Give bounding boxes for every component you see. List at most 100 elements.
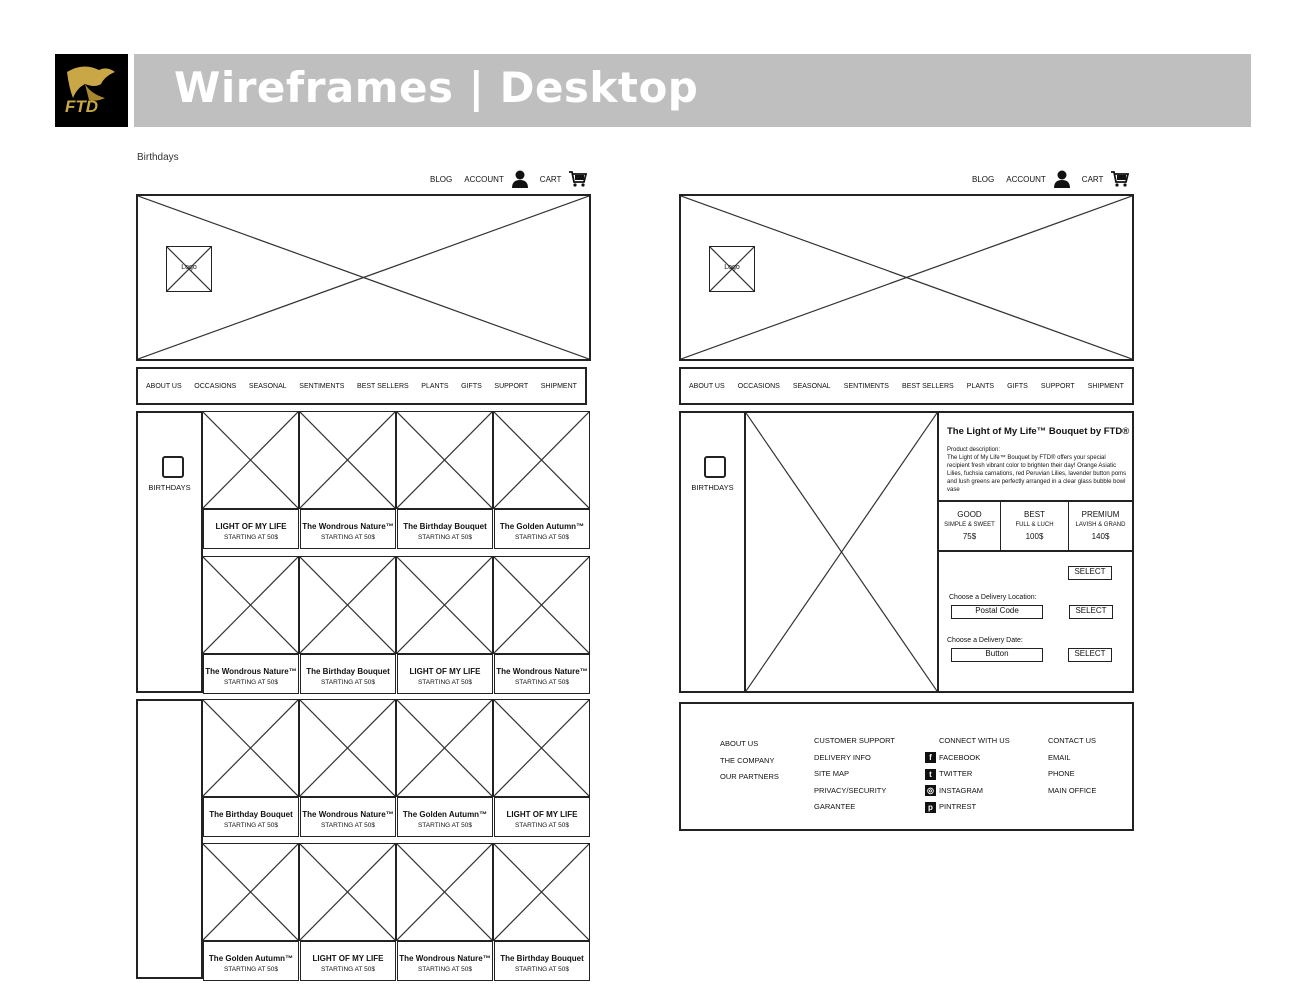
social-label: PINTREST: [939, 802, 977, 811]
select-button[interactable]: SELECT: [1069, 605, 1113, 619]
menu-item-gifts[interactable]: GIFTS: [1007, 382, 1028, 390]
footer-link[interactable]: DELIVERY INFO: [814, 752, 871, 762]
placeholder-x: [494, 700, 589, 796]
menu-item-best-sellers[interactable]: BEST SELLERS: [902, 382, 954, 390]
menu-item-support[interactable]: SUPPORT: [1040, 382, 1075, 390]
product-name: LIGHT OF MY LIFE: [312, 954, 384, 963]
cart-link[interactable]: CART: [540, 171, 588, 187]
product-image-placeholder: [493, 411, 590, 509]
tier-premium[interactable]: PREMIUM LAVISH & GRAND 140$: [1069, 502, 1132, 550]
menu-item-sentiments[interactable]: SENTIMENTS: [843, 382, 889, 390]
menu-item-gifts[interactable]: GIFTS: [461, 382, 482, 390]
mercury-logo-icon: FTD: [65, 66, 115, 116]
footer-link[interactable]: PRIVACY/SECURITY: [814, 785, 887, 795]
menu-item-occasions[interactable]: OCCASIONS: [194, 382, 237, 390]
product-price: STARTING AT 50$: [223, 822, 279, 829]
date-button[interactable]: Button: [951, 648, 1043, 662]
cart-icon: [1111, 171, 1130, 187]
product-image-placeholder: [493, 843, 590, 941]
footer-link[interactable]: MAIN OFFICE: [1048, 785, 1097, 795]
tier-good[interactable]: GOOD SIMPLE & SWEET 75$: [939, 502, 1001, 550]
cart-link[interactable]: CART: [1082, 171, 1130, 187]
footer-link[interactable]: THE COMPANY: [720, 755, 775, 765]
product-image-placeholder: [744, 411, 939, 693]
main-menu: ABOUT US OCCASIONS SEASONAL SENTIMENTS B…: [679, 367, 1134, 405]
placeholder-x: [397, 557, 492, 653]
product-image-placeholder: [493, 556, 590, 654]
blog-link[interactable]: BLOG: [430, 174, 453, 184]
menu-item-seasonal[interactable]: SEASONAL: [792, 382, 831, 390]
menu-item-sentiments[interactable]: SENTIMENTS: [299, 382, 345, 390]
footer-link[interactable]: CONTACT US: [1048, 736, 1097, 745]
product-name: The Wondrous Nature™: [496, 667, 588, 676]
menu-item-best-sellers[interactable]: BEST SELLERS: [357, 382, 409, 390]
menu-item-shipment[interactable]: SHIPMENT: [540, 382, 577, 390]
product-title: The Light of My Life™ Bouquet by FTD®: [947, 426, 1130, 437]
footer-link[interactable]: GARANTEE: [814, 802, 856, 811]
footer-link[interactable]: PHONE: [1048, 769, 1075, 778]
select-button[interactable]: SELECT: [1068, 648, 1112, 662]
blog-link[interactable]: BLOG: [972, 174, 995, 184]
product-image-placeholder: [299, 411, 396, 509]
tier-subtitle: SIMPLE & SWEET: [944, 522, 995, 528]
category-label[interactable]: BIRTHDAYS: [691, 483, 734, 492]
postal-code-input[interactable]: Postal Code: [951, 605, 1043, 619]
account-link[interactable]: ACCOUNT: [464, 170, 528, 188]
category-label[interactable]: BIRTHDAYS: [148, 483, 191, 492]
menu-item-about-us[interactable]: ABOUT US: [689, 382, 725, 390]
menu-item-occasions[interactable]: OCCASIONS: [737, 382, 780, 390]
product-price: STARTING AT 50$: [417, 534, 473, 541]
social-instagram[interactable]: ◎INSTAGRAM: [925, 783, 1010, 800]
footer-link[interactable]: SITE MAP: [814, 769, 850, 778]
menu-item-plants[interactable]: PLANTS: [966, 382, 995, 390]
breadcrumb[interactable]: Birthdays: [137, 152, 179, 163]
product-name: LIGHT OF MY LIFE: [215, 522, 287, 531]
account-link[interactable]: ACCOUNT: [1006, 170, 1070, 188]
menu-item-about-us[interactable]: ABOUT US: [146, 382, 182, 390]
footer-link[interactable]: EMAIL: [1048, 752, 1071, 762]
menu-item-support[interactable]: SUPPORT: [494, 382, 529, 390]
footer-link[interactable]: OUR PARTNERS: [720, 772, 779, 781]
placeholder-x: [397, 700, 492, 796]
product-price: STARTING AT 50$: [320, 679, 376, 686]
social-label: TWITTER: [939, 769, 973, 778]
select-button[interactable]: SELECT: [1068, 566, 1112, 580]
menu-item-plants[interactable]: PLANTS: [421, 382, 449, 390]
placeholder-x: [203, 700, 298, 796]
product-image-placeholder: [202, 699, 299, 797]
tier-best[interactable]: BEST FULL & LUCH 100$: [1001, 502, 1069, 550]
placeholder-x: [300, 412, 395, 508]
logo-label: Logo: [181, 264, 197, 271]
menu-item-seasonal[interactable]: SEASONAL: [248, 382, 287, 390]
product-name: The Birthday Bouquet: [209, 810, 293, 819]
footer-link[interactable]: CUSTOMER SUPPORT: [814, 736, 895, 745]
menu-item-shipment[interactable]: SHIPMENT: [1087, 382, 1124, 390]
tier-name: BEST: [1024, 510, 1045, 519]
footer-link[interactable]: ABOUT US: [720, 739, 759, 748]
